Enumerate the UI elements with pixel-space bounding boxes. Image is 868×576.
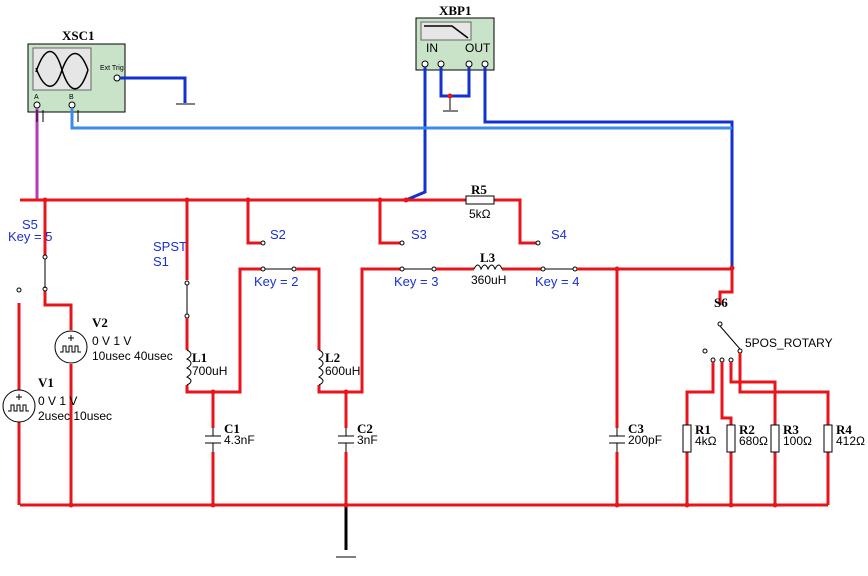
capacitor-c3[interactable]: [609, 428, 625, 452]
r1-value: 4kΩ: [695, 434, 717, 448]
wire-bode-ground: [439, 67, 471, 98]
s1-type: SPST: [153, 239, 187, 254]
channel-b-label: B: [69, 94, 74, 101]
bode-in-minus[interactable]: [437, 60, 445, 68]
l2-ref: L2: [325, 350, 340, 365]
r2-ref: R2: [739, 422, 755, 437]
resistor-r4[interactable]: [823, 424, 833, 453]
pulse-source-v1[interactable]: [2, 389, 36, 423]
pulse-icon: [60, 345, 81, 353]
bode-out-label: OUT: [465, 41, 491, 55]
bode-screen: [420, 21, 472, 41]
s3-key: Key = 3: [394, 274, 438, 289]
v1-line1: 0 V 1 V: [38, 394, 77, 408]
s1-ref: S1: [153, 254, 169, 269]
oscilloscope-ref: XSC1: [62, 28, 95, 43]
c1-value: 4.3nF: [224, 433, 255, 447]
wire-l1-c1: [185, 385, 215, 428]
wire-bode-in: [405, 67, 427, 202]
pulse-source-v2[interactable]: [54, 330, 88, 364]
r3-ref: R3: [783, 422, 799, 437]
l3-value: 360uH: [471, 273, 506, 287]
l2-value: 600uH: [325, 364, 360, 378]
channel-a-label: A: [34, 94, 39, 101]
v2-line2: 10usec 40usec: [92, 349, 173, 363]
c1-ref: C1: [224, 421, 240, 436]
c3-ref: C3: [628, 421, 644, 436]
bode-out-minus[interactable]: [481, 60, 489, 68]
wire-ext-trig: [120, 76, 187, 103]
s6-ref: S6: [714, 295, 728, 310]
l1-ref: L1: [192, 350, 207, 365]
r4-value: 412Ω: [836, 434, 865, 448]
s5-key: Key = 5: [8, 229, 52, 244]
v1-line2: 2usec 10usec: [38, 409, 112, 423]
bode-out-plus[interactable]: [465, 60, 473, 68]
v2-ref: V2: [92, 315, 108, 330]
s4-key: Key = 4: [535, 274, 579, 289]
ext-trig-terminal[interactable]: [113, 74, 121, 82]
c2-value: 3nF: [357, 433, 378, 447]
r1-ref: R1: [695, 422, 711, 437]
r5-ref: R5: [471, 182, 487, 197]
r3-value: 100Ω: [783, 434, 812, 448]
resistor-r2[interactable]: [726, 424, 736, 453]
c2-ref: C2: [357, 421, 373, 436]
channel-a-terminal[interactable]: [33, 101, 41, 109]
channel-b-terminal[interactable]: [68, 101, 76, 109]
l1-value: 700uH: [192, 364, 227, 378]
s4-ref: S4: [551, 227, 567, 242]
s6-type: 5POS_ROTARY: [745, 336, 833, 350]
v2-line1: 0 V 1 V: [92, 334, 131, 348]
c3-value: 200pF: [628, 433, 662, 447]
wire-s5: [43, 200, 73, 330]
capacitor-c2[interactable]: [338, 428, 354, 452]
resistor-r5[interactable]: [465, 195, 495, 205]
bode-plotter-xbp1[interactable]: [415, 17, 495, 71]
r2-value: 680Ω: [739, 434, 768, 448]
s2-key: Key = 2: [254, 274, 298, 289]
capacitor-c1[interactable]: [205, 428, 221, 452]
inductor-l1[interactable]: [185, 349, 192, 386]
ext-trig-label: Ext Trig: [100, 65, 124, 72]
s2-ref: S2: [270, 227, 286, 242]
l3-ref: L3: [480, 250, 496, 265]
bode-in-plus[interactable]: [421, 60, 429, 68]
s5-ref: S5: [22, 217, 38, 232]
bode-ref: XBP1: [439, 3, 472, 18]
oscilloscope-xsc1[interactable]: [27, 43, 126, 113]
wire-l2-c2: [317, 385, 348, 428]
pulse-icon: [8, 404, 29, 412]
s3-ref: S3: [411, 227, 427, 242]
bode-in-label: IN: [426, 41, 438, 55]
wire-scope-b: [70, 108, 732, 130]
r5-value: 5kΩ: [469, 207, 491, 221]
inductor-l2[interactable]: [317, 349, 324, 386]
v1-ref: V1: [38, 375, 54, 390]
resistor-r1[interactable]: [682, 424, 692, 453]
bode-curve-icon: [424, 25, 469, 39]
wire-r5-s4: [494, 198, 536, 245]
inductor-l3[interactable]: [473, 264, 503, 271]
r4-ref: R4: [836, 422, 852, 437]
resistor-r3[interactable]: [770, 424, 780, 453]
wire-bode-out: [483, 67, 734, 268]
